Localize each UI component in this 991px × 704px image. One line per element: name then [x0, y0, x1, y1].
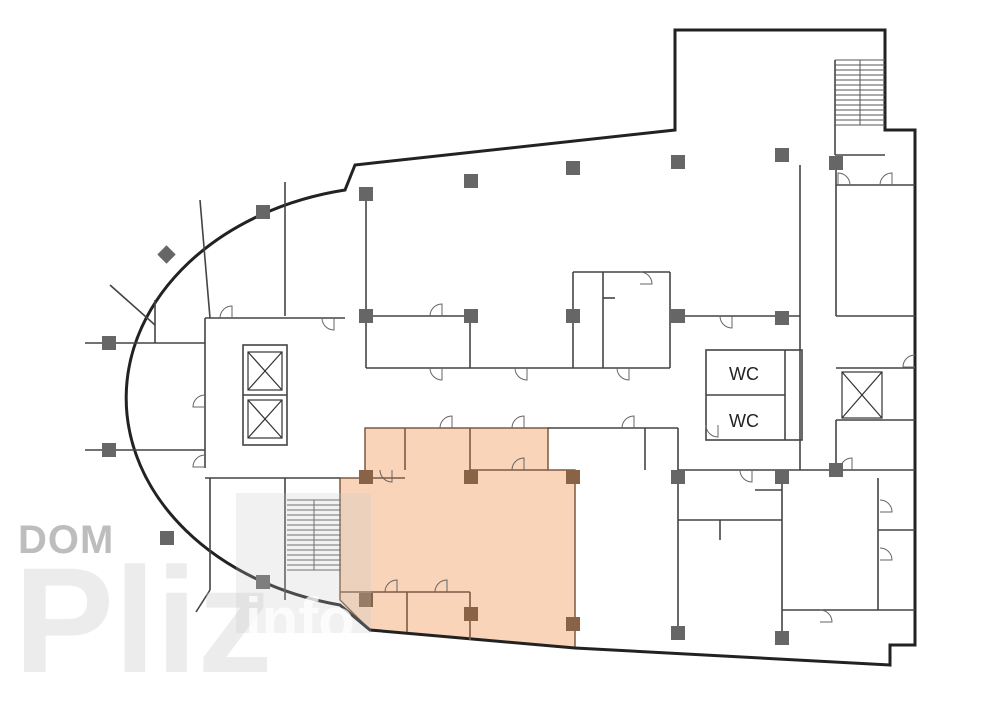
column: [464, 470, 478, 484]
column: [464, 607, 478, 621]
column: [829, 156, 843, 170]
column: [102, 336, 116, 350]
column: [775, 631, 789, 645]
building-outline: [124, 28, 917, 667]
room-label-wc: WC: [729, 411, 759, 431]
column: [359, 309, 373, 323]
column: [464, 174, 478, 188]
stairs-icon: [287, 59, 885, 571]
column: [775, 470, 789, 484]
room-label-wc: WC: [729, 364, 759, 384]
watermark-box: [236, 493, 371, 633]
column: [671, 626, 685, 640]
column: [256, 205, 270, 219]
column: [359, 593, 373, 607]
column: [775, 311, 789, 325]
column: [160, 531, 174, 545]
elevator-icon: [247, 351, 883, 439]
column: [671, 155, 685, 169]
column: [566, 617, 580, 631]
highlighted-unit[interactable]: [339, 427, 576, 649]
column: [775, 148, 789, 162]
column: [256, 575, 270, 589]
column: [566, 161, 580, 175]
column: [566, 309, 580, 323]
column: [671, 470, 685, 484]
door-swings: [192, 172, 916, 623]
column: [102, 443, 116, 457]
column: [566, 470, 580, 484]
column: [671, 309, 685, 323]
column: [359, 187, 373, 201]
column: [829, 463, 843, 477]
watermark-logo: DOM: [18, 518, 115, 562]
watermark-logo: Pliz: [14, 536, 273, 704]
column: [464, 309, 478, 323]
column: [157, 245, 176, 264]
column: [359, 470, 373, 484]
columns: [102, 148, 843, 645]
watermark-logo: info: [245, 586, 355, 653]
